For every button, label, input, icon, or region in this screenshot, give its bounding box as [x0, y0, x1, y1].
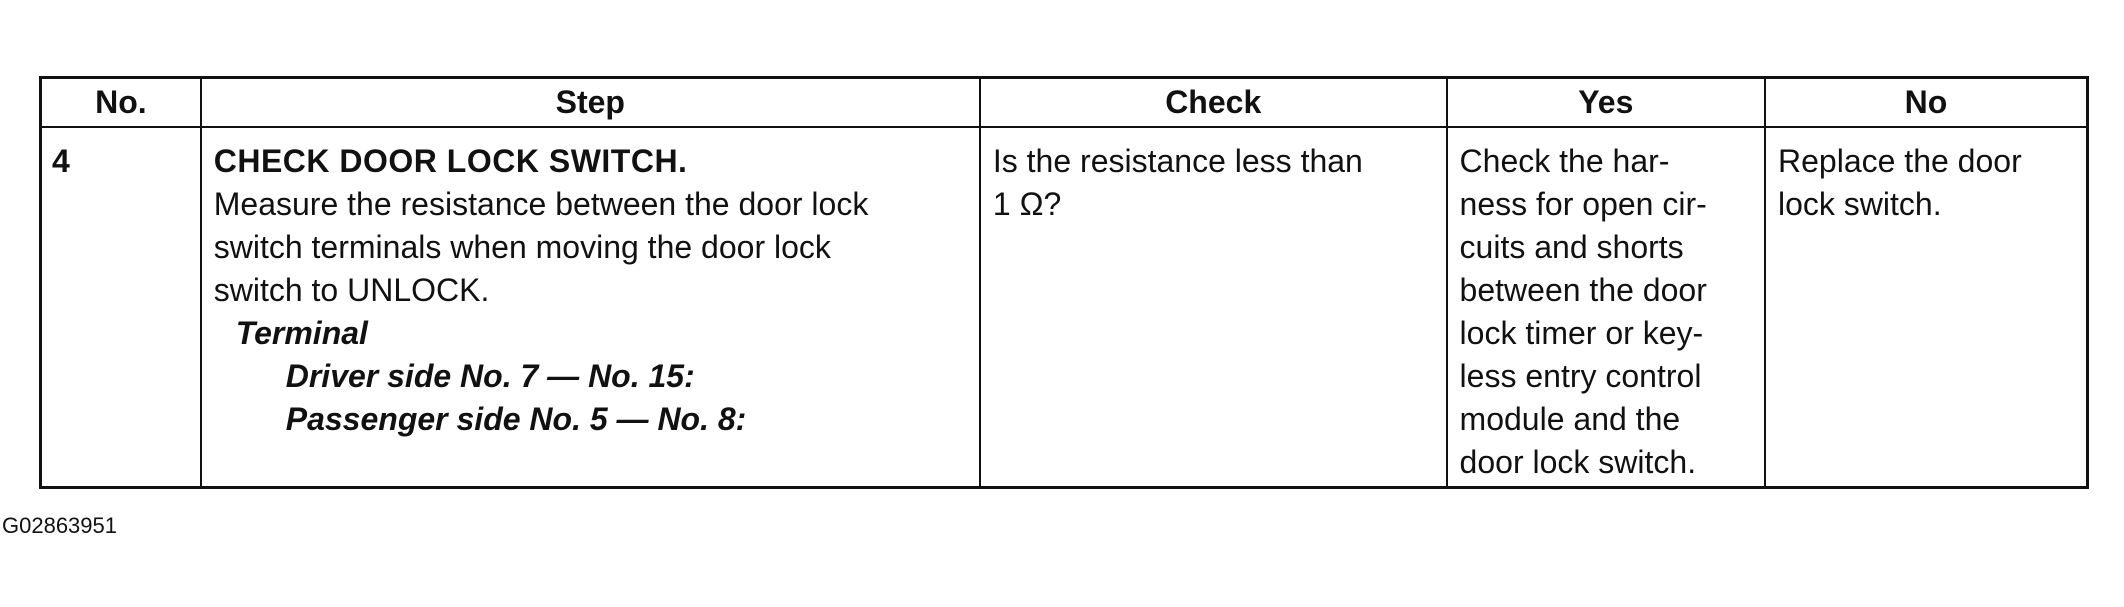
yes-text-line: Check the har- — [1459, 143, 1670, 179]
header-no-result: No — [1764, 76, 2089, 128]
header-no: No. — [39, 76, 202, 128]
yes-cell: Check the har- ness for open cir- cuits … — [1445, 126, 1767, 489]
yes-text-line: between the door — [1459, 272, 1707, 308]
yes-text-line: lock timer or key- — [1459, 315, 1704, 351]
header-yes: Yes — [1445, 76, 1767, 128]
check-text-line: Is the resistance less than — [992, 143, 1363, 179]
table-row: 4 CHECK DOOR LOCK SWITCH. Measure the re… — [39, 126, 2089, 489]
figure-code: G02863951 — [2, 513, 117, 538]
check-text-line: 1 Ω? — [992, 186, 1062, 222]
no-cell: Replace the door lock switch. — [1764, 126, 2089, 489]
yes-text-line: module and the — [1459, 401, 1681, 437]
check-cell: Is the resistance less than 1 Ω? — [978, 126, 1448, 489]
no-text-line: lock switch. — [1778, 186, 1942, 222]
step-text-line: switch terminals when moving the door lo… — [213, 229, 831, 265]
diagnostic-table: No. Step Check Yes No 4 CHECK DOOR LOCK … — [39, 76, 2089, 489]
table-header-row: No. Step Check Yes No — [39, 76, 2089, 128]
no-text-line: Replace the door — [1778, 143, 2022, 179]
step-text-line: Measure the resistance between the door … — [213, 186, 869, 222]
terminal-passenger-side: Passenger side No. 5 — No. 8: — [285, 401, 747, 437]
step-number: 4 — [39, 126, 202, 489]
terminal-driver-side: Driver side No. 7 — No. 15: — [285, 358, 695, 394]
yes-text-line: cuits and shorts — [1459, 229, 1684, 265]
header-step: Step — [199, 76, 981, 128]
step-text-line: switch to UNLOCK. — [213, 272, 490, 308]
step-cell: CHECK DOOR LOCK SWITCH. Measure the resi… — [199, 126, 981, 489]
yes-text-line: ness for open cir- — [1459, 186, 1707, 222]
step-title: CHECK DOOR LOCK SWITCH. — [213, 143, 688, 179]
yes-text-line: door lock switch. — [1459, 444, 1697, 480]
header-check: Check — [978, 76, 1448, 128]
yes-text-line: less entry control — [1459, 358, 1702, 394]
terminal-label: Terminal — [235, 315, 368, 351]
